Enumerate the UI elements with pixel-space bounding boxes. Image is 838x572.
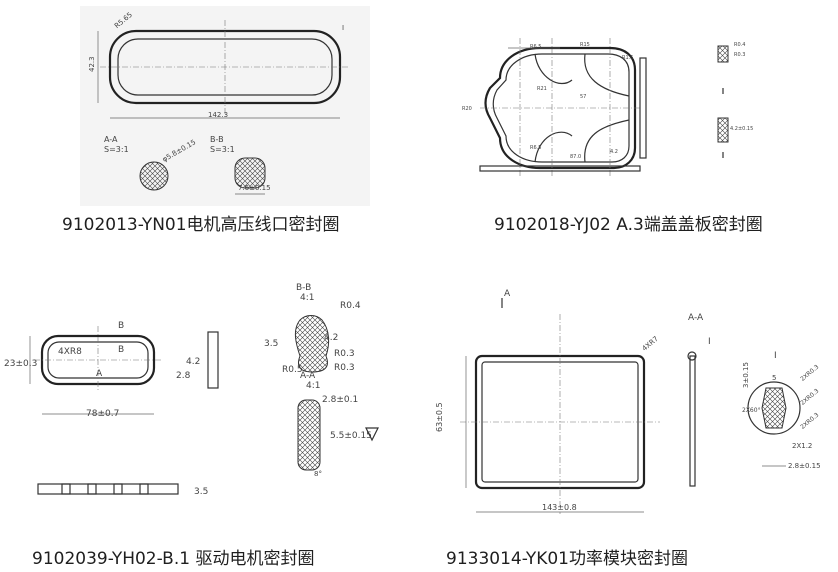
label-a: A: [96, 369, 103, 379]
section-a-circle: [139, 161, 169, 191]
section-a-title: A-A: [300, 371, 316, 381]
dim-width: 78±0.7: [86, 409, 119, 419]
section-title: A-A: [688, 313, 704, 323]
dim-d2: R15: [580, 42, 590, 48]
dim-w2: 2X60°: [742, 407, 761, 414]
dim-d4: 57: [580, 94, 586, 100]
dim-r04: R0.4: [340, 301, 361, 311]
ref-label: I: [342, 24, 344, 32]
detail-s1: R0.4: [734, 42, 745, 48]
dim-d6: R6.5: [530, 145, 541, 151]
caption-2: 9102018-YJ02 A.3端盖盖板密封圈: [494, 215, 763, 235]
dim-h315: 3±0.15: [742, 362, 750, 388]
bottom-profile: [37, 483, 179, 495]
detail-ref: I: [774, 351, 777, 361]
section-b-square: [234, 157, 266, 189]
dim-r2: 2XR0.3: [799, 387, 820, 406]
dim-width: 143±0.8: [542, 503, 577, 512]
dim-d28: 2.8±0.15: [788, 462, 821, 470]
dim-d5: R20: [462, 106, 472, 112]
dim-corner: 4XR8: [58, 347, 82, 357]
dim-d3: R1.5: [622, 55, 633, 61]
label-b-bottom: B: [118, 345, 124, 355]
section-a-title: A-A: [104, 135, 118, 144]
dim-height: 23±0.3: [4, 359, 37, 369]
dim-d42: 4.2: [324, 333, 338, 343]
detail-circle: [747, 381, 801, 435]
dim-r03a: R0.3: [334, 349, 355, 359]
dim-top: 5: [772, 374, 776, 382]
caption-3: 9102039-YH02-B.1 驱动电机密封圈: [32, 549, 315, 569]
detail-section-top: R0.4 R0.3: [717, 42, 745, 94]
drawing-9102013: 142.3 42.3 R5.65 I A-A S=3:1 B-B S=3:1 φ…: [80, 6, 370, 206]
dim-width: 142.3: [208, 111, 228, 119]
drawing-panel-4: A 4XR7 63±0.5 143±0.8 A-A I I 5 2XR0.3 2…: [420, 284, 830, 534]
dim-d28b: 2.8±0.1: [322, 395, 358, 405]
dim-r3: 2XR0.3: [799, 411, 820, 430]
label-a: A: [504, 289, 511, 299]
dim-corner: 4XR7: [641, 335, 660, 353]
caption-4: 9133014-YK01功率模块密封圈: [446, 549, 688, 569]
detail-s3: 4.2±0.15: [730, 126, 753, 132]
dim-d1: R6.5: [530, 44, 541, 50]
ref-label: I: [708, 337, 711, 347]
detail-profile: [761, 387, 787, 429]
detail-section-bottom: 4.2±0.15: [717, 117, 753, 158]
detail-s2: R0.3: [734, 52, 745, 58]
dim-d9: R21: [537, 86, 547, 92]
drawing-panel-1: 142.3 42.3 R5.65 I A-A S=3:1 B-B S=3:1 φ…: [80, 6, 370, 206]
caption-1: 9102013-YN01电机高压线口密封圈: [62, 215, 340, 235]
surface-finish-icon: [365, 427, 379, 442]
dim-d12: 2X1.2: [792, 442, 812, 450]
drawing-9133014: A 4XR7 63±0.5 143±0.8 A-A I I 5 2XR0.3 2…: [435, 289, 821, 514]
dim-w42: 4.2: [186, 357, 200, 367]
section-b-title: B-B: [296, 283, 311, 293]
section-a-shape: [297, 399, 321, 471]
dim-d35: 3.5: [264, 339, 278, 349]
section-b-scale: S=3:1: [210, 145, 235, 154]
drawing-9102018: R6.5 R15 R1.5 57 R20 R6.5 87.0 4.2 R21 R…: [462, 38, 753, 178]
drawing-9102039: 4XR8 23±0.3 4.2 2.8 78±0.7 A B B 3.5 B-B…: [4, 283, 379, 497]
dim-r05: R0.5: [282, 365, 303, 375]
dim-d55: 5.5±0.15: [330, 431, 372, 441]
section-a-scale: 4:1: [306, 381, 320, 391]
dim-height: 42.3: [88, 56, 96, 72]
drawing-panel-2: R6.5 R15 R1.5 57 R20 R6.5 87.0 4.2 R21 R…: [460, 8, 760, 188]
dim-side: 3.5: [194, 487, 208, 497]
section-a-scale: S=3:1: [104, 145, 129, 154]
dim-height: 63±0.5: [435, 402, 444, 432]
section-b-shape: [294, 315, 330, 373]
dim-d28: 2.8: [176, 371, 191, 381]
side-profile: [689, 355, 696, 487]
drawing-panel-3: 4XR8 23±0.3 4.2 2.8 78±0.7 A B B 3.5 B-B…: [0, 280, 400, 520]
section-b-scale: 4:1: [300, 293, 314, 303]
dim-d8: 4.2: [610, 149, 618, 155]
dim-angle: 8°: [314, 470, 322, 478]
dim-r03b: R0.3: [334, 363, 355, 373]
dim-square: 7.6±0.15: [238, 184, 271, 192]
dim-r1: 2XR0.3: [799, 363, 820, 382]
section-b-title: B-B: [210, 135, 224, 144]
label-b-top: B: [118, 321, 124, 331]
dim-d7: 87.0: [570, 154, 581, 160]
side-view: [207, 331, 219, 389]
